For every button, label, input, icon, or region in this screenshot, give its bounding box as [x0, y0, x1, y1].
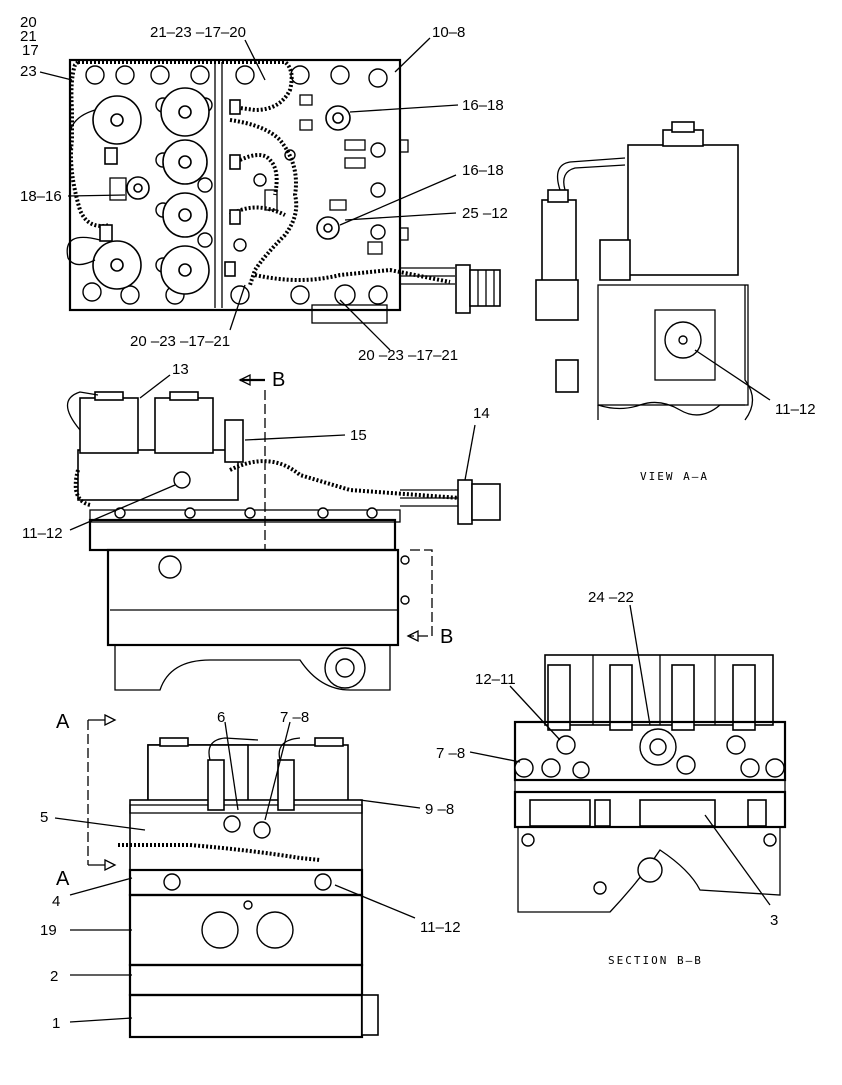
label-11-12-front: 11–12 — [420, 919, 461, 936]
label-17: 17 — [22, 42, 39, 59]
label-7-8: 7 –8 — [280, 709, 309, 726]
side-view — [66, 373, 501, 691]
label-13: 13 — [172, 361, 189, 378]
side-view-leaders — [69, 374, 476, 531]
section-leaders — [469, 604, 771, 906]
label-1: 1 — [52, 1015, 60, 1032]
label-16-18-b: 16–18 — [462, 162, 504, 179]
label-19: 19 — [40, 922, 57, 939]
label-b-bottom: B — [440, 626, 453, 648]
label-6: 6 — [217, 709, 225, 726]
front-view — [87, 713, 379, 1039]
label-24-22: 24 –22 — [588, 589, 634, 606]
label-16-18-a: 16–18 — [462, 97, 504, 114]
front-view-leaders — [54, 721, 421, 1023]
label-9-8: 9 –8 — [425, 801, 454, 818]
label-25-12: 25 –12 — [462, 205, 508, 222]
label-20-23-17-21-b: 20 –23 –17–21 — [358, 347, 458, 364]
top-view-leaders — [39, 37, 459, 351]
label-14: 14 — [473, 405, 490, 422]
section-b-b — [513, 654, 787, 913]
label-4: 4 — [52, 893, 60, 910]
label-21: 21 — [20, 28, 37, 45]
label-20: 20 — [20, 14, 37, 31]
label-11-12-view-aa: 11–12 — [775, 401, 816, 418]
top-view — [66, 58, 501, 324]
label-7-8-section: 7 –8 — [436, 745, 465, 762]
view-a-a — [535, 121, 771, 421]
label-18-16: 18–16 — [20, 188, 62, 205]
label-23: 23 — [20, 63, 37, 80]
label-11-12-mid: 11–12 — [22, 525, 63, 542]
caption-view-a-a: VIEW A–A — [640, 470, 709, 483]
part-labels: 20 21 17 23 21–23 –17–20 10–8 16–18 16–1… — [20, 14, 816, 1032]
label-15: 15 — [350, 427, 367, 444]
label-5: 5 — [40, 809, 48, 826]
label-3: 3 — [770, 912, 778, 929]
label-10-8: 10–8 — [432, 24, 465, 41]
label-20-23-17-21-a: 20 –23 –17–21 — [130, 333, 230, 350]
label-2: 2 — [50, 968, 58, 985]
label-21-23-17-20: 21–23 –17–20 — [150, 24, 246, 41]
label-a-top: A — [56, 711, 70, 733]
label-12-11: 12–11 — [475, 671, 516, 688]
label-a-bottom: A — [56, 868, 70, 890]
label-b-top: B — [272, 369, 285, 391]
caption-section-b-b: SECTION B–B — [608, 954, 703, 967]
